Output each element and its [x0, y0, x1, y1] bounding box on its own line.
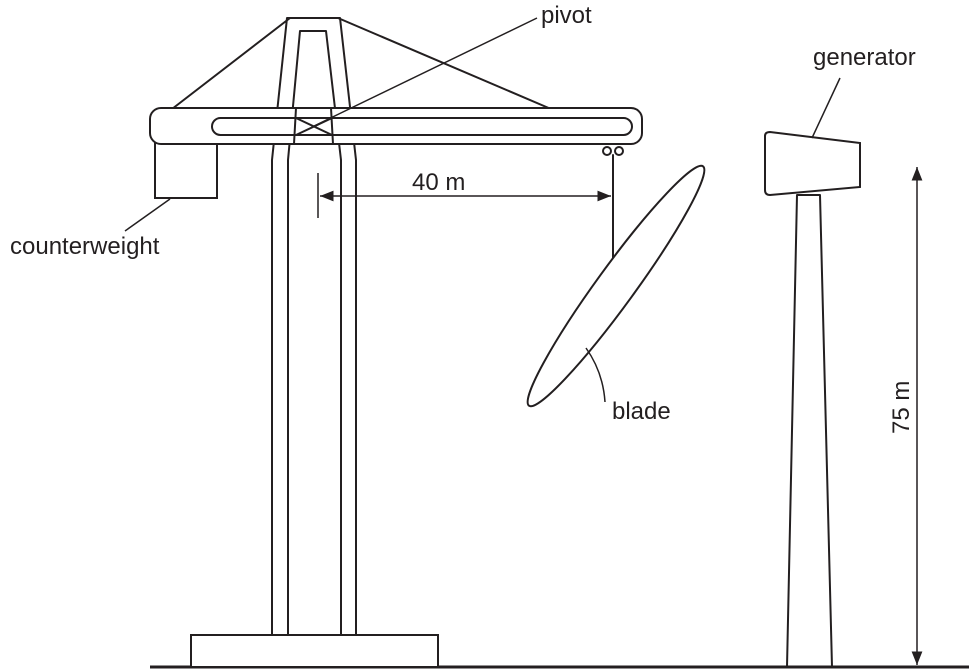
- generator-label: generator: [813, 44, 916, 71]
- mast-through-jib-left: [293, 107, 297, 145]
- turbine-blade: [526, 164, 706, 408]
- counterweight-leader: [124, 198, 171, 232]
- distance-label: 40 m: [412, 169, 465, 196]
- crane-stay-left: [171, 17, 291, 110]
- height-label: 75 m: [888, 381, 915, 434]
- generator-leader: [811, 77, 841, 139]
- generator-housing: [764, 130, 861, 197]
- crane-mast-outer: [271, 17, 357, 636]
- pivot-label: pivot: [541, 2, 592, 29]
- pivot-leader: [311, 17, 538, 128]
- blade-label: blade: [612, 398, 671, 425]
- counterweight-label: counterweight: [10, 233, 160, 260]
- blade-leader: [585, 347, 606, 403]
- crane-jib-slot: [211, 117, 633, 136]
- pulley-left: [602, 146, 612, 156]
- turbine-tower: [786, 194, 833, 668]
- crane-base: [190, 634, 439, 668]
- pulley-right: [614, 146, 624, 156]
- mast-through-jib-right: [330, 107, 334, 145]
- crane-mast-inner: [287, 30, 342, 636]
- counterweight-block: [154, 142, 218, 199]
